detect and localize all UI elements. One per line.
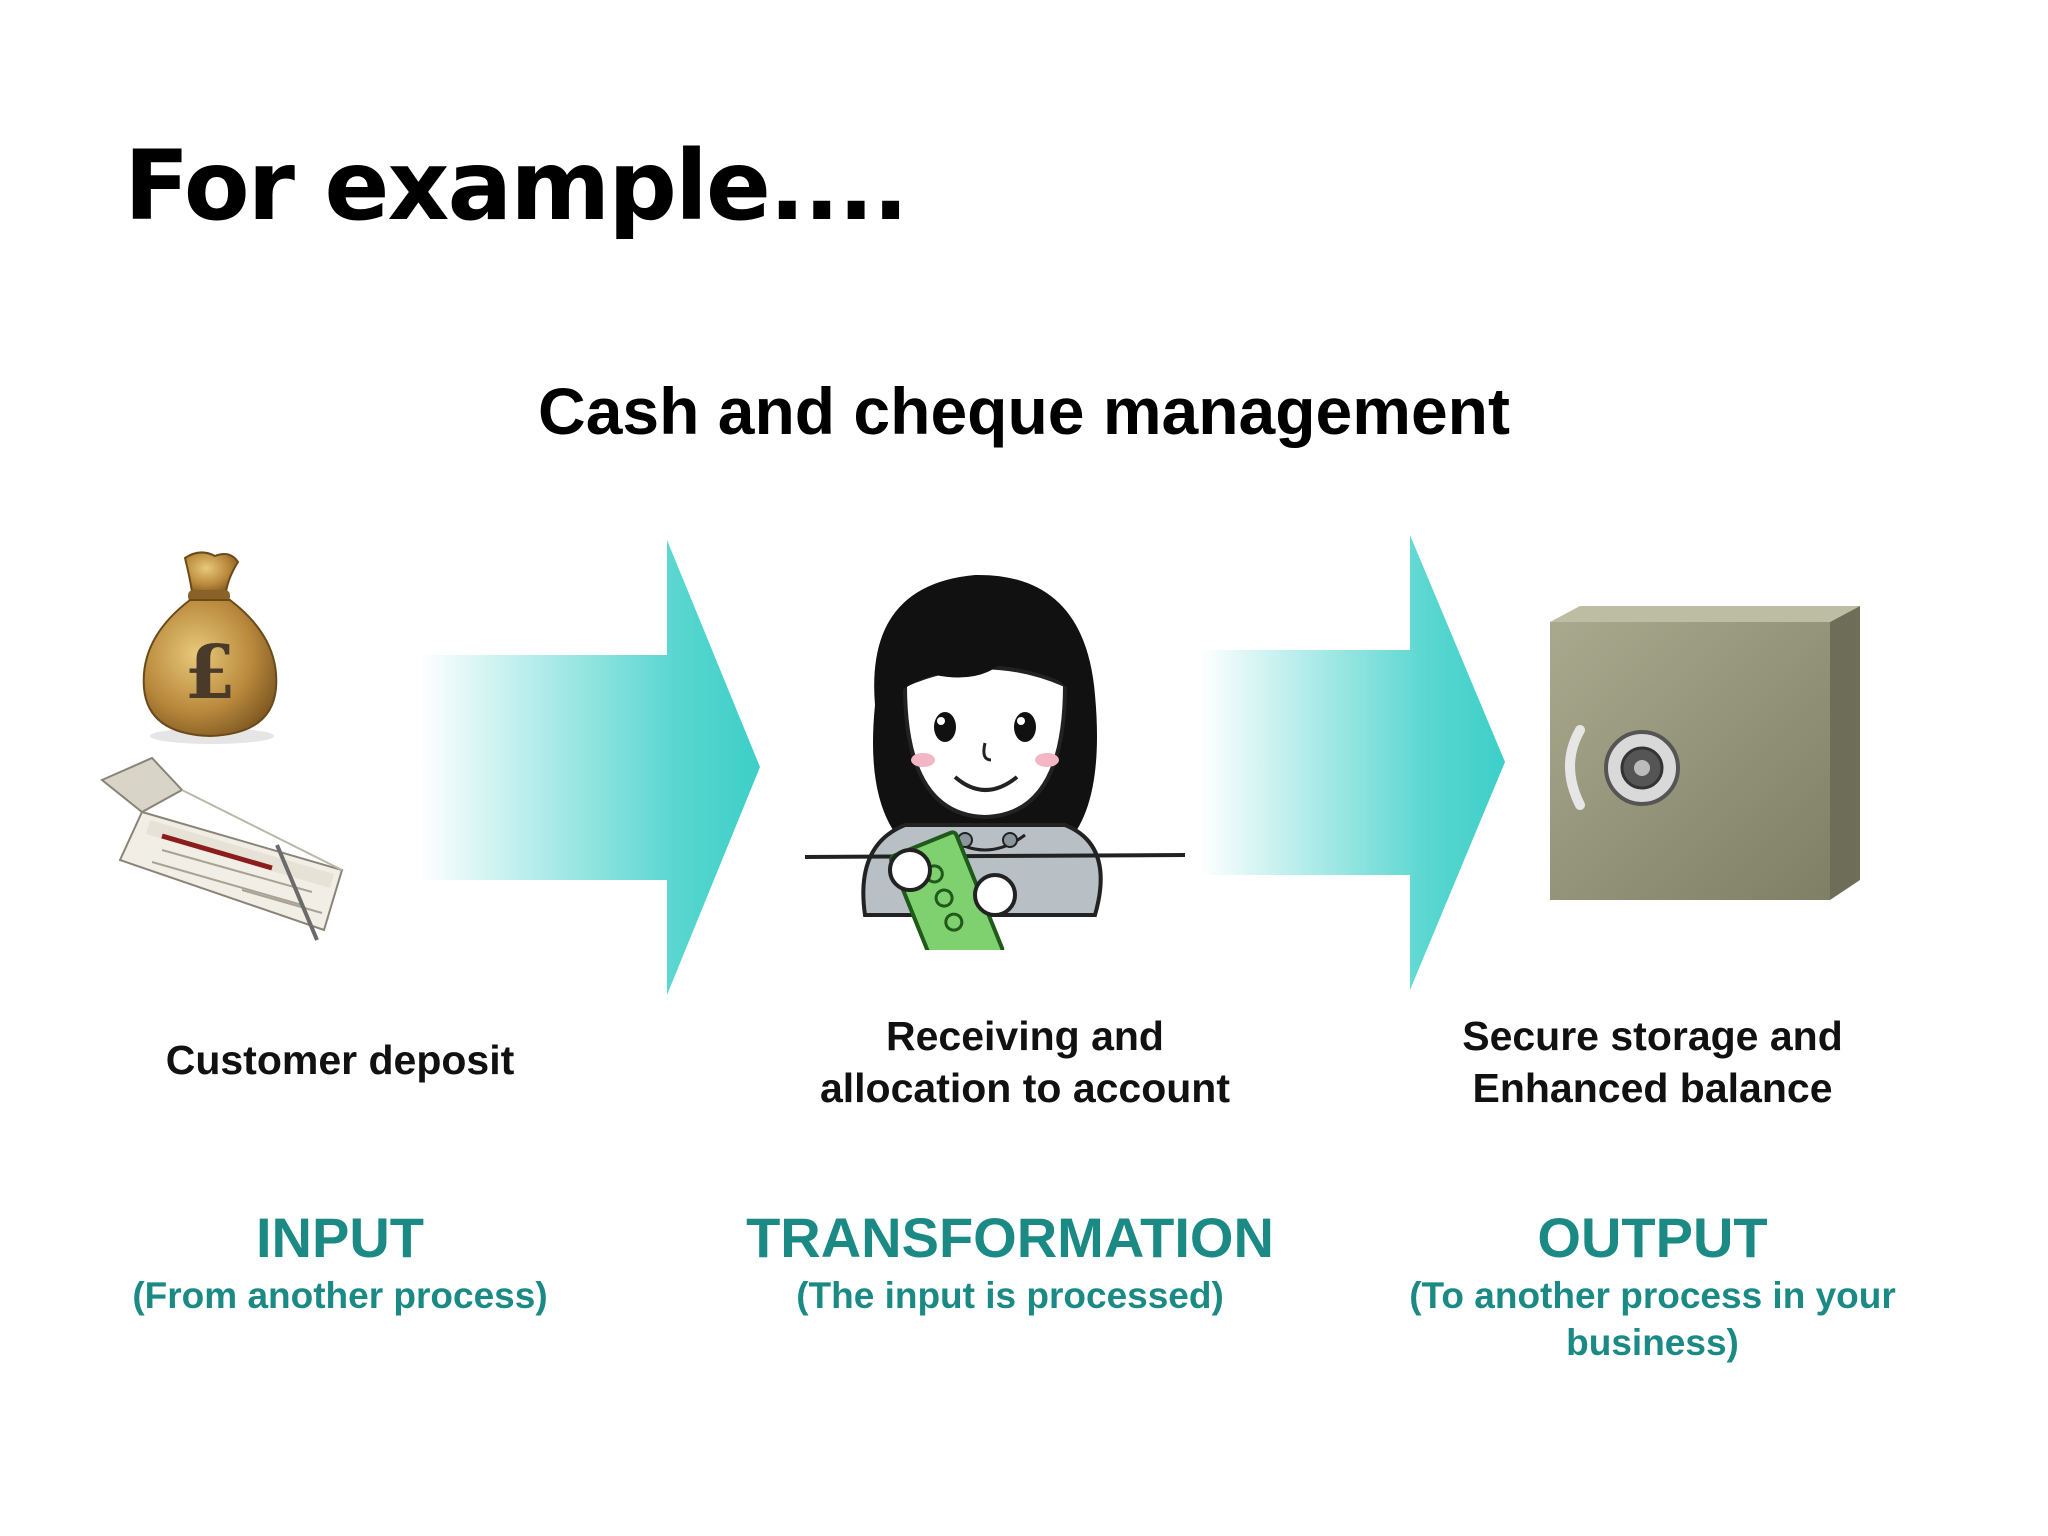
diagram-title: Cash and cheque management (538, 374, 1510, 448)
caption-output-line1: Secure storage and (1462, 1013, 1843, 1059)
flow-arrow-transformation-to-output (1200, 535, 1505, 990)
pound-symbol: £ (184, 630, 236, 716)
safe-icon (1550, 606, 1860, 900)
slide-title: For example.... (124, 130, 909, 242)
caption-transformation: Receiving and allocation to account (760, 1010, 1290, 1114)
stage-sub-output: (To another process in your business) (1409, 1275, 1896, 1363)
flow-arrow-input-to-transformation (420, 540, 760, 995)
cheque-icon (100, 756, 344, 941)
caption-output-line2: Enhanced balance (1472, 1065, 1833, 1111)
caption-transformation-line1: Receiving and (886, 1013, 1164, 1059)
caption-input: Customer deposit (165, 1037, 515, 1083)
caption-output: Secure storage and Enhanced balance (1400, 1010, 1905, 1114)
stage-sub-transformation: (The input is processed) (796, 1275, 1224, 1316)
money-bag-icon: £ (142, 551, 278, 744)
caption-transformation-line2: allocation to account (819, 1065, 1231, 1111)
stage-label-input: INPUT (256, 1206, 424, 1269)
stage-sub-input: (From another process) (132, 1275, 548, 1316)
stage-label-output: OUTPUT (1537, 1206, 1768, 1269)
cashier-icon (804, 574, 1186, 950)
stage-label-transformation: TRANSFORMATION (746, 1206, 1274, 1269)
